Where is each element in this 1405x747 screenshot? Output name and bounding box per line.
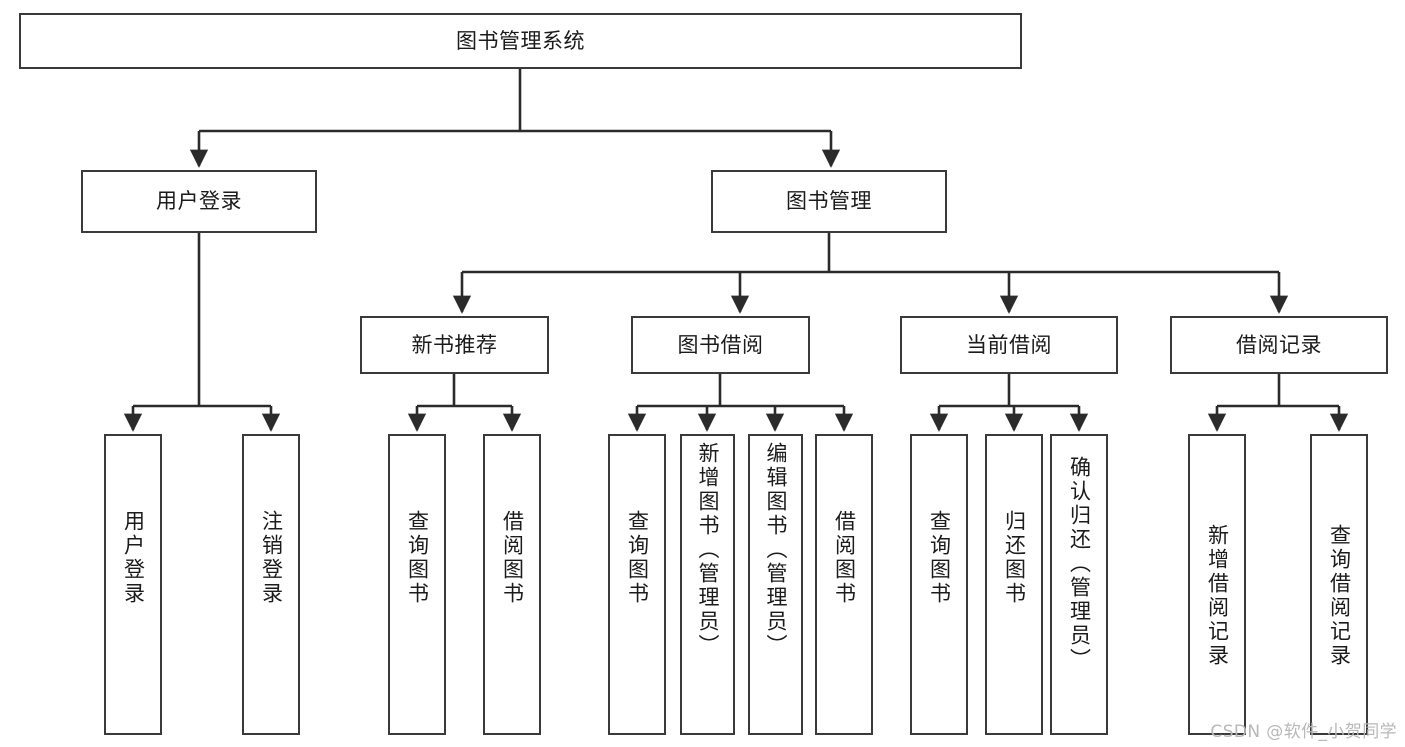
node-leaf-query-book-2-label: 查询图书 — [625, 510, 650, 606]
node-leaf-add-book[interactable]: 新增图书（管理员） — [680, 434, 735, 735]
node-new-book-recommend[interactable]: 新书推荐 — [360, 316, 549, 374]
node-leaf-borrow-book-1[interactable]: 借阅图书 — [483, 434, 541, 735]
node-leaf-edit-book[interactable]: 编辑图书（管理员） — [748, 434, 803, 735]
node-book-management-label: 图书管理 — [786, 189, 872, 214]
node-leaf-logout-login-label: 注销登录 — [259, 510, 284, 606]
node-leaf-user-login[interactable]: 用户登录 — [104, 434, 162, 735]
node-leaf-add-book-label: 新增图书（管理员） — [696, 442, 720, 658]
node-leaf-return-book-label: 归还图书 — [1002, 510, 1027, 606]
node-leaf-confirm-return-label: 确认归还（管理员） — [1067, 456, 1092, 672]
node-leaf-borrow-book-2[interactable]: 借阅图书 — [815, 434, 873, 735]
node-leaf-query-book-2[interactable]: 查询图书 — [608, 434, 666, 735]
node-leaf-logout-login[interactable]: 注销登录 — [242, 434, 300, 735]
node-book-borrow[interactable]: 图书借阅 — [631, 316, 810, 374]
node-leaf-query-book-3-label: 查询图书 — [927, 510, 952, 606]
node-leaf-user-login-label: 用户登录 — [121, 510, 146, 606]
node-leaf-query-borrow-record-label: 查询借阅记录 — [1327, 524, 1352, 668]
node-user-login[interactable]: 用户登录 — [81, 170, 317, 233]
node-user-login-label: 用户登录 — [156, 189, 242, 214]
node-root-system[interactable]: 图书管理系统 — [19, 13, 1022, 69]
node-leaf-query-book-3[interactable]: 查询图书 — [910, 434, 968, 735]
node-leaf-borrow-book-1-label: 借阅图书 — [500, 510, 525, 606]
node-root-label: 图书管理系统 — [456, 28, 585, 53]
node-leaf-confirm-return[interactable]: 确认归还（管理员） — [1050, 434, 1108, 735]
node-leaf-query-book-1-label: 查询图书 — [405, 510, 430, 606]
node-current-borrow[interactable]: 当前借阅 — [900, 316, 1118, 374]
node-new-book-recommend-label: 新书推荐 — [411, 332, 498, 357]
node-borrow-record[interactable]: 借阅记录 — [1170, 316, 1388, 374]
node-borrow-record-label: 借阅记录 — [1236, 332, 1322, 357]
csdn-watermark: CSDN @软件_小贺同学 — [1210, 722, 1397, 742]
node-book-borrow-label: 图书借阅 — [677, 332, 764, 357]
node-leaf-add-borrow-record[interactable]: 新增借阅记录 — [1188, 434, 1246, 735]
node-leaf-query-book-1[interactable]: 查询图书 — [388, 434, 446, 735]
node-leaf-query-borrow-record[interactable]: 查询借阅记录 — [1310, 434, 1368, 735]
node-leaf-edit-book-label: 编辑图书（管理员） — [764, 442, 788, 658]
node-leaf-borrow-book-2-label: 借阅图书 — [832, 510, 857, 606]
node-current-borrow-label: 当前借阅 — [966, 332, 1052, 357]
node-leaf-return-book[interactable]: 归还图书 — [985, 434, 1043, 735]
node-leaf-add-borrow-record-label: 新增借阅记录 — [1205, 524, 1230, 668]
node-book-management[interactable]: 图书管理 — [711, 170, 947, 233]
